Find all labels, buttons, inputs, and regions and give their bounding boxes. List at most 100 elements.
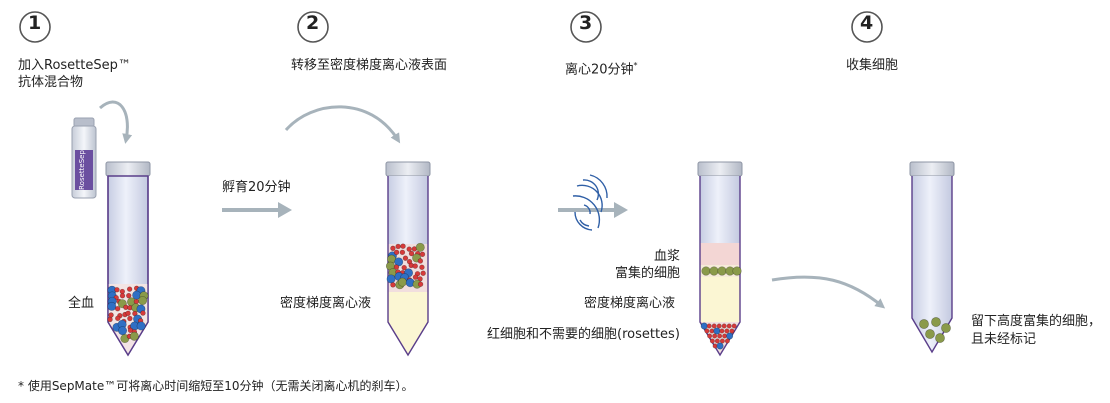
red-cell <box>419 251 426 258</box>
enriched-cell <box>709 266 719 276</box>
red-cell <box>393 264 400 270</box>
pellet-cell <box>704 328 710 334</box>
footnote: * 使用SepMate™可将离心时间缩短至10分钟（无需关闭离心机的刹车）。 <box>18 379 414 393</box>
step-number-4: 4 <box>860 12 874 34</box>
whole-blood-cells <box>107 285 149 344</box>
pellet-cell <box>712 333 718 339</box>
enriched-cells-label: 富集的细胞 <box>615 266 681 281</box>
pellet-cell <box>716 323 722 329</box>
enriched-cell <box>919 319 929 329</box>
red-cell <box>419 264 425 270</box>
pellet-cell <box>724 338 730 344</box>
blue-cell <box>386 274 396 284</box>
red-cell <box>119 293 126 299</box>
density-medium-label-3: 密度梯度离心液 <box>584 296 676 311</box>
separated-cells <box>700 266 742 350</box>
step-3-caption-text: 离心20分钟 <box>565 62 634 78</box>
whole-blood-label: 全血 <box>68 296 95 311</box>
red-cell <box>114 306 121 312</box>
red-cell <box>125 310 131 316</box>
red-cell <box>412 274 419 280</box>
pellet-cell <box>706 323 712 329</box>
red-cell <box>390 282 396 288</box>
pellet-cell <box>709 338 715 344</box>
red-cell <box>133 298 140 305</box>
red-cell <box>408 250 415 257</box>
tube-4 <box>909 161 955 354</box>
blue-cell <box>118 326 128 336</box>
blue-cell <box>107 301 117 311</box>
red-cell <box>417 258 424 264</box>
red-cell <box>402 255 409 261</box>
red-cell <box>393 249 400 256</box>
red-cell <box>420 270 426 276</box>
enriched-cell <box>935 333 945 343</box>
step-1-caption-line1: 加入RosetteSep™ <box>18 58 131 73</box>
pellet-cell <box>711 323 717 329</box>
red-cell <box>107 316 113 323</box>
green-cell <box>129 331 139 341</box>
curved-arrow-3 <box>771 275 886 309</box>
step-circle-1 <box>19 11 51 43</box>
vial-label: RosetteSep <box>78 150 86 190</box>
red-cell <box>114 287 120 293</box>
pellet-cell <box>700 322 708 330</box>
step-2-caption: 转移至密度梯度离心液表面 <box>291 58 448 73</box>
step-3-caption-mark: * <box>633 61 638 70</box>
result-label-line2: 且未经标记 <box>971 332 1037 347</box>
enriched-cells <box>919 317 951 343</box>
blue-cell <box>394 257 404 267</box>
red-cell <box>140 310 146 316</box>
pellet-cell <box>721 323 727 329</box>
pellet-cell <box>724 328 730 334</box>
incubate-label: 孵育20分钟 <box>222 180 291 195</box>
centrifuge-arrow <box>558 202 628 218</box>
red-cell <box>127 315 133 322</box>
red-cell <box>390 245 396 252</box>
step-1-caption-line2: 抗体混合物 <box>18 75 84 90</box>
density-medium-layer <box>388 292 428 355</box>
curved-arrow-2 <box>284 105 401 144</box>
pellet-cell <box>707 333 713 339</box>
pellet-cell <box>731 323 737 329</box>
step-circle-3 <box>570 11 602 43</box>
enriched-cell <box>717 266 727 276</box>
pellet-cell <box>719 338 725 344</box>
step-number-3: 3 <box>579 12 593 34</box>
pellet-cell <box>726 332 734 340</box>
red-cell <box>126 286 133 292</box>
red-cell <box>395 243 401 250</box>
incubate-arrow <box>222 202 292 218</box>
red-cell <box>399 249 406 256</box>
rbc-unwanted-label: 红细胞和不需要的细胞(rosettes) <box>487 327 680 342</box>
enriched-cell <box>931 317 941 327</box>
red-cell <box>406 246 412 252</box>
step-3-caption: 离心20分钟* <box>565 58 638 78</box>
red-cell <box>401 264 407 271</box>
enriched-cell <box>701 266 711 276</box>
enriched-cell <box>925 329 935 339</box>
step-circle-4 <box>851 11 883 43</box>
step-circle-2 <box>297 11 329 43</box>
pellet-cell <box>719 328 725 334</box>
step-number-1: 1 <box>28 12 42 34</box>
enriched-cell <box>941 323 951 333</box>
red-cell <box>115 315 121 322</box>
pellet-cell <box>716 342 724 350</box>
green-cell <box>397 277 407 287</box>
pellet-cell <box>726 323 732 329</box>
antibody-vial: RosetteSep <box>71 117 97 199</box>
step-number-2: 2 <box>306 12 320 34</box>
spin-icon <box>572 174 608 231</box>
pellet-cell <box>729 328 735 334</box>
red-cell <box>417 281 424 287</box>
red-cell <box>412 263 418 269</box>
curved-arrow-1 <box>99 100 133 144</box>
step-4-caption: 收集细胞 <box>846 58 899 73</box>
blood-cells-layer <box>385 242 426 290</box>
plasma-layer <box>700 243 740 265</box>
green-cell <box>138 296 148 306</box>
enriched-cell <box>732 266 742 276</box>
